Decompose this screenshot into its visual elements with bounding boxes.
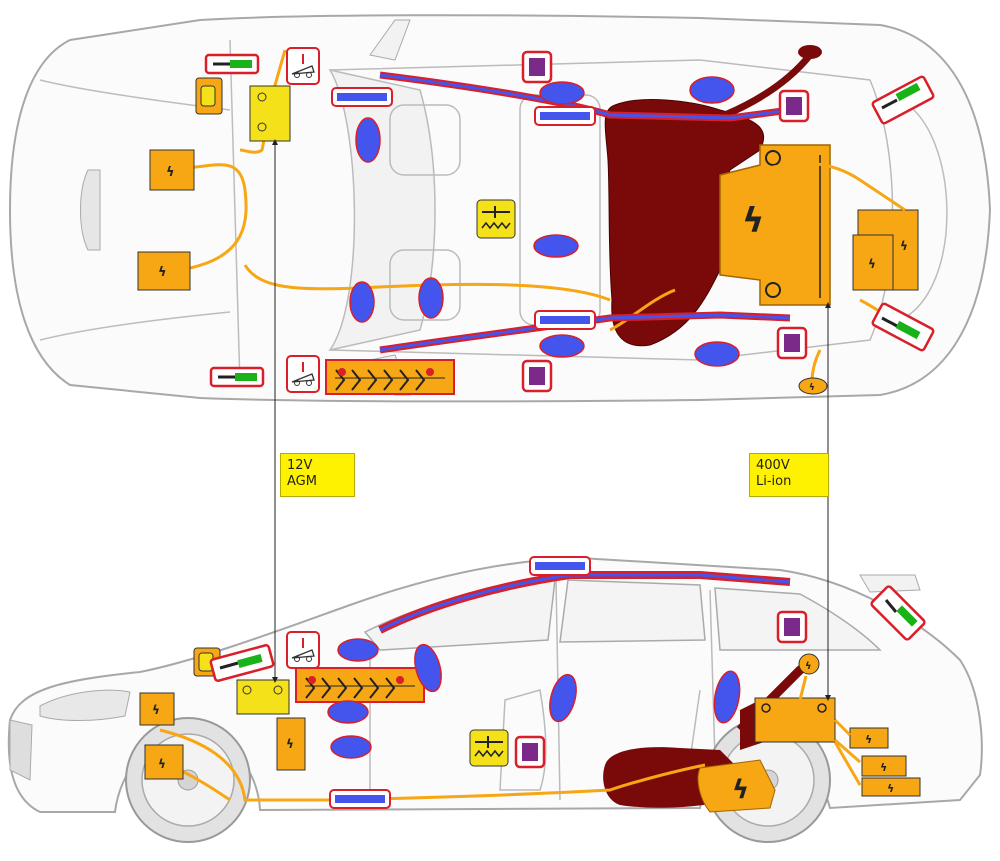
gas-strut-icon	[209, 644, 275, 682]
battery-400v-voltage: 400V	[756, 458, 790, 473]
hv-unit-rear-side-1-bolt: ϟ	[865, 733, 872, 746]
seatbelt-tensioner-icon	[778, 89, 810, 123]
top-view-mirror-right	[369, 19, 411, 61]
gas-damper-icon	[469, 729, 509, 767]
airbag-side-3	[327, 700, 369, 724]
hv-unit-front-top-2-bolt: ϟ	[158, 265, 167, 280]
top-view-trunk-lines	[899, 99, 948, 321]
side-view-front-seat	[499, 689, 547, 791]
hv-unit-front-side-3	[276, 717, 306, 771]
airbag-top-5	[349, 281, 375, 323]
hv-unit-front-side-2	[144, 744, 184, 780]
battery-12v-side	[236, 679, 290, 715]
hv-battery-side-bolt: ϟ	[732, 775, 749, 805]
hv-module-side-terminal-1	[761, 703, 771, 713]
battery-400v-type: Li-ion	[756, 474, 792, 489]
battery-400v-label: 400V Li-ion	[749, 453, 829, 497]
airbag-generator-fill	[535, 562, 585, 570]
gas-strut-icon	[209, 366, 265, 388]
hv-unit-rear-side-2-bolt: ϟ	[880, 761, 887, 774]
airbag-generator-fill	[335, 795, 385, 803]
pedestrian-protection-icon	[295, 667, 425, 703]
gas-strut-icon	[871, 75, 935, 125]
seatbelt-tensioner-icon	[776, 610, 808, 644]
airbag-top-7	[539, 334, 585, 358]
seatbelt-tensioner-icon	[514, 735, 546, 769]
battery-12v-label: 12V AGM	[280, 453, 355, 497]
airbag-side-1	[337, 638, 379, 662]
hv-unit-rear-side-3	[861, 777, 921, 797]
hv-module-side-terminal-2	[817, 703, 827, 713]
top-view-seat-front-right	[389, 104, 461, 176]
airbag-side-6	[713, 670, 741, 724]
side-view-headlight	[39, 689, 131, 721]
fuse-icon-top	[200, 85, 216, 107]
hv-unit-rear-side-1	[849, 727, 889, 749]
airbag-side-5	[330, 735, 372, 759]
fuel-filler-pipe-top	[723, 52, 813, 119]
airbag-top-2	[539, 81, 585, 105]
hv-cable-top-rear	[609, 162, 911, 389]
hv-cable-side	[159, 675, 862, 802]
curtain-airbag-top-right-inner	[379, 73, 791, 120]
curtain-airbag-top-left-inner	[379, 313, 791, 352]
airbag-top-1	[355, 117, 381, 163]
hv-unit-front-top-1-bolt: ϟ	[166, 165, 175, 180]
hv-battery-top-terminal-2	[765, 282, 781, 298]
hv-battery-side	[697, 759, 776, 813]
airbag-top-3	[689, 76, 735, 104]
hv-charging-port-side	[798, 653, 820, 675]
gas-strut-icon	[871, 302, 935, 352]
airbag-generator-fill	[337, 93, 387, 101]
hood-lift-icon	[286, 355, 320, 393]
airbag-generator-fill	[540, 316, 590, 324]
battery-12v-type: AGM	[287, 474, 317, 489]
airbag-top-8	[694, 341, 740, 367]
battery-12v-side-terminal-2	[273, 685, 283, 695]
airbag-generator-fill	[540, 112, 590, 120]
airbag-top-6	[418, 277, 444, 319]
side-view-grille	[9, 719, 33, 781]
hv-unit-rear-top-bolt-1: ϟ	[900, 239, 908, 253]
gas-damper-icon	[476, 199, 516, 239]
hv-unit-front-side-1-bolt: ϟ	[152, 703, 160, 717]
airbag-side-2	[414, 643, 442, 693]
hv-charging-port-top-bolt: ϟ	[809, 383, 815, 393]
front-wheel	[125, 717, 251, 843]
hood-lift-icon	[286, 631, 320, 669]
battery-12v-top-terminal-1	[257, 92, 267, 102]
hv-unit-rear-top-bolt-2: ϟ	[868, 257, 876, 271]
hv-unit-rear-side-2	[861, 755, 907, 777]
seatbelt-tensioner-icon	[776, 326, 808, 360]
hood-lift-icon	[286, 47, 320, 85]
hv-battery-top-terminal-1	[765, 150, 781, 166]
battery-12v-voltage: 12V	[287, 458, 313, 473]
hv-cable-top-front	[171, 49, 611, 302]
side-view-rear-spoiler	[859, 574, 921, 593]
hv-battery-top-bolt: ϟ	[742, 201, 764, 241]
fuel-cap-top	[798, 45, 822, 59]
battery-12v-top	[249, 85, 291, 142]
hv-unit-rear-top-2	[852, 234, 894, 291]
airbag-side-4	[549, 673, 577, 723]
seatbelt-tensioner-icon	[521, 359, 553, 393]
hv-unit-front-top-2	[137, 251, 191, 291]
gas-strut-icon	[204, 53, 260, 75]
hv-unit-rear-side-3-bolt: ϟ	[887, 782, 894, 795]
hv-charging-port-side-bolt: ϟ	[805, 661, 812, 672]
battery-12v-side-terminal-1	[242, 685, 252, 695]
battery-12v-top-terminal-2	[257, 122, 267, 132]
seatbelt-tensioner-icon	[521, 50, 553, 84]
pedestrian-protection-icon	[325, 359, 455, 395]
hv-unit-front-side-3-bolt: ϟ	[286, 737, 294, 751]
gas-strut-icon	[870, 585, 926, 641]
hv-unit-front-side-2-bolt: ϟ	[158, 757, 166, 771]
top-view-grille	[80, 169, 101, 251]
side-view-rear-window	[559, 579, 706, 643]
airbag-top-4	[533, 234, 579, 258]
hv-unit-front-top-1	[149, 149, 195, 191]
hv-unit-front-side-1	[139, 692, 175, 726]
